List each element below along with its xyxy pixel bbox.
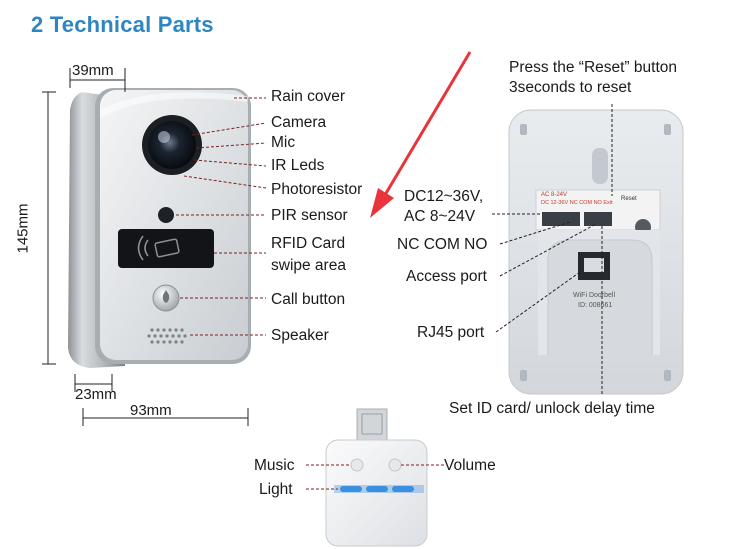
dimension-bottom-depth: 23mm: [75, 386, 117, 403]
label-speaker: Speaker: [271, 327, 329, 344]
dimension-depth: 39mm: [72, 62, 114, 79]
dimension-height: 145mm: [14, 203, 32, 254]
label-light: Light: [259, 481, 293, 498]
back-model-text: WiFi Doorbell: [573, 292, 616, 299]
speaker-grille: [147, 328, 187, 344]
label-reset-line2: 3seconds to reset: [509, 79, 632, 96]
pir-sensor-dot: [158, 207, 174, 223]
label-volume: Volume: [444, 457, 496, 474]
label-relay: NC COM NO: [397, 236, 488, 253]
label-power-line2: AC 8~24V: [404, 208, 476, 225]
back-reset-text: Reset: [621, 196, 637, 202]
back-plate: [508, 109, 684, 395]
dimension-lines: [42, 68, 249, 426]
back-terminal-text-1: AC 8-24V: [541, 192, 568, 198]
label-access-port: Access port: [406, 268, 487, 285]
label-rfid-line1: RFID Card: [271, 235, 346, 252]
label-rfid-line2: swipe area: [271, 257, 346, 274]
label-ir-leds: IR Leds: [271, 157, 325, 174]
label-rain-cover: Rain cover: [271, 88, 346, 105]
label-call-button: Call button: [271, 291, 346, 308]
chime-leader-lines: [306, 464, 444, 490]
label-mic: Mic: [271, 134, 296, 151]
label-music: Music: [254, 457, 295, 474]
rfid-panel: [118, 229, 214, 268]
label-power-line1: DC12~36V,: [404, 188, 484, 205]
back-leader-lines: [492, 104, 613, 396]
camera-lens: [142, 115, 202, 175]
chime-unit: [325, 408, 428, 547]
label-pir-sensor: PIR sensor: [271, 207, 348, 224]
label-rj45-port: RJ45 port: [417, 324, 485, 341]
front-leader-lines: [176, 97, 267, 336]
dimension-width: 93mm: [130, 402, 172, 419]
label-photoresistor: Photoresistor: [271, 181, 363, 198]
label-reset-line1: Press the “Reset” button: [509, 59, 677, 76]
label-camera: Camera: [271, 114, 327, 131]
back-id-text: ID: 008661: [578, 302, 613, 309]
call-button-graphic: [152, 284, 180, 312]
pointer-arrow: [370, 51, 472, 218]
label-id-card: Set ID card/ unlock delay time: [449, 400, 655, 417]
back-terminal-text-2: DC 12-36V NC COM NO Exit: [541, 200, 613, 206]
page-title: 2 Technical Parts: [31, 12, 214, 37]
doorbell-front-unit: [68, 88, 251, 368]
